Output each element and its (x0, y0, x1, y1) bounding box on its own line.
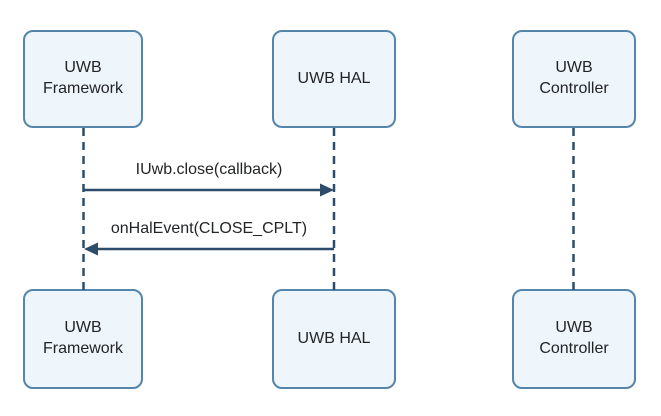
actor-label: UWB HAL (297, 69, 371, 87)
message-label-onhalevent: onHalEvent(CLOSE_CPLT) (110, 220, 308, 237)
message-label-close: IUwb.close(callback) (135, 161, 283, 178)
actor-box-uwb-hal-bottom: UWB HAL (272, 289, 396, 389)
actor-box-uwb-controller-bottom: UWB Controller (512, 289, 636, 389)
arrowhead-left-icon (84, 242, 98, 256)
arrowhead-right-icon (320, 183, 334, 197)
actor-label: UWB Framework (42, 319, 123, 357)
actor-label: UWB Controller (539, 319, 609, 357)
actor-label: UWB HAL (297, 329, 371, 347)
actor-box-uwb-controller-top: UWB Controller (512, 30, 636, 128)
actor-box-uwb-hal-top: UWB HAL (272, 30, 396, 128)
actor-label: UWB Framework (42, 59, 123, 97)
actor-box-uwb-framework-top: UWB Framework (23, 30, 143, 128)
actor-label: UWB Controller (539, 59, 609, 97)
actor-box-uwb-framework-bottom: UWB Framework (23, 289, 143, 389)
